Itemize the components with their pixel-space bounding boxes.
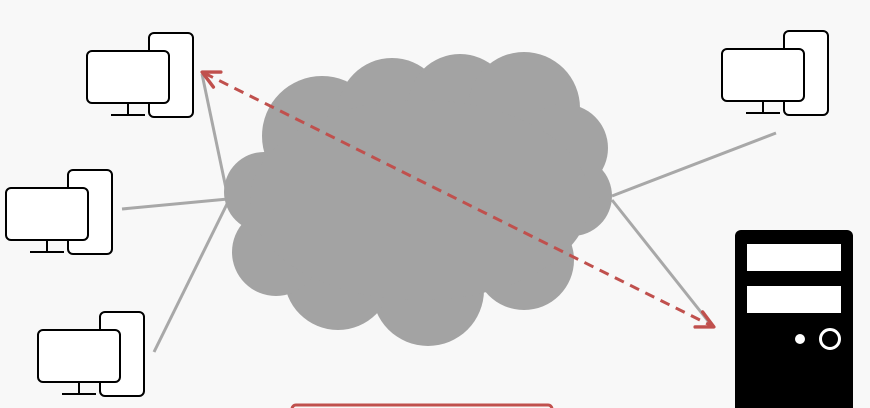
cloud-icon	[224, 52, 612, 346]
desktop-computer-icon	[86, 32, 194, 118]
desktop-computer-icon	[721, 30, 829, 116]
server-tower-icon	[735, 230, 853, 408]
link-bottom-left-computer	[152, 201, 230, 353]
desktop-computer-icon	[37, 311, 145, 397]
link-top-left-computer	[200, 73, 230, 199]
desktop-computer-icon	[5, 169, 113, 255]
bottom-red-frame	[290, 403, 554, 408]
link-server	[610, 199, 714, 327]
link-top-right-computer	[611, 131, 777, 198]
dashed-connection-arrow	[200, 70, 716, 329]
link-middle-left-computer	[121, 197, 229, 211]
